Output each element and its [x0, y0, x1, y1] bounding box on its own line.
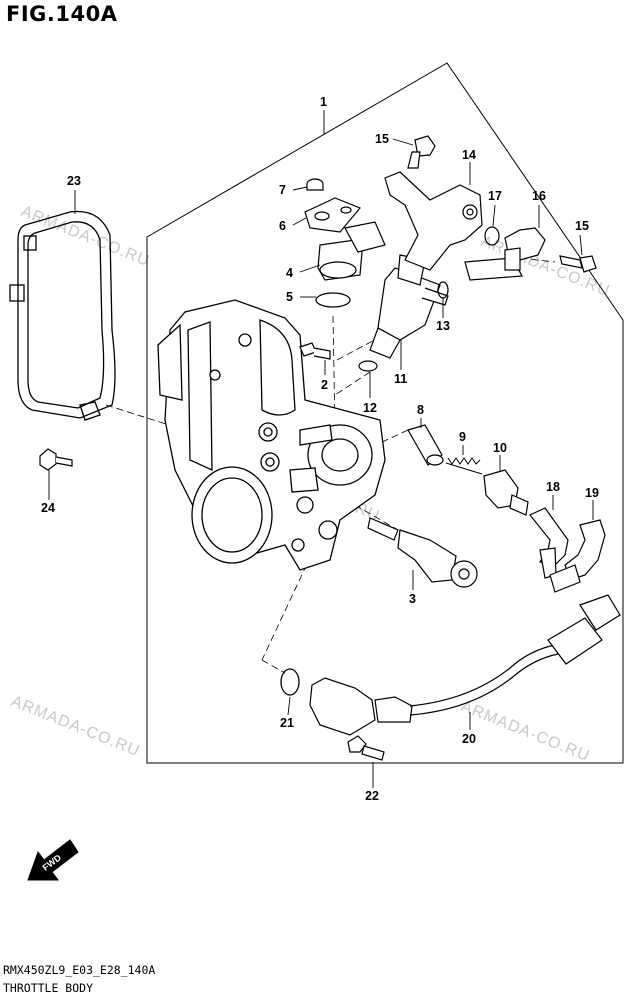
- callout-4: 4: [286, 266, 293, 280]
- part-3-idle-screw: [367, 517, 478, 588]
- part-2-screw: [299, 342, 331, 360]
- callout-24: 24: [41, 501, 55, 515]
- part-23-cover: [9, 210, 116, 421]
- callout-3: 3: [409, 592, 416, 606]
- callout-15b: 15: [575, 219, 589, 233]
- part-10-valve: [483, 469, 529, 516]
- part-12-o-ring: [358, 360, 378, 372]
- figure-title: FIG.140A: [6, 2, 118, 26]
- part-7-screw: [306, 178, 324, 191]
- part-8-plunger: [407, 424, 444, 466]
- part-16-fitting: [464, 227, 546, 281]
- callout-21: 21: [280, 716, 294, 730]
- model-code: RMX450ZL9_E03_E28_140A: [3, 963, 156, 977]
- callout-20: 20: [462, 732, 476, 746]
- watermark-5: ARMADA-CO.RU: [459, 698, 593, 765]
- callout-14: 14: [462, 148, 476, 162]
- callout-5: 5: [286, 290, 293, 304]
- part-4-sensor: [317, 221, 386, 281]
- assembly-outline: [146, 62, 624, 764]
- section-name: THROTTLE BODY: [3, 981, 94, 995]
- part-21-o-ring: [280, 668, 300, 696]
- part-6-bracket: [304, 197, 361, 233]
- callout-17: 17: [488, 189, 502, 203]
- callout-10: 10: [493, 441, 507, 455]
- callout-1: 1: [320, 95, 327, 109]
- leader-lines: [48, 110, 594, 788]
- fwd-arrow-icon: FWD: [27, 839, 79, 881]
- callouts: 1 2 3 4 5 6 7 8 9 10 11 12 13 14 15 15 1…: [41, 95, 599, 803]
- part-20-sensor-harness: [309, 594, 621, 736]
- part-18-hose: [529, 507, 569, 579]
- part-17-o-ring: [484, 226, 500, 246]
- callout-9: 9: [459, 430, 466, 444]
- watermark-1: ARMADA-CO.RU: [19, 203, 153, 270]
- part-22-bolt: [347, 735, 385, 761]
- callout-8: 8: [417, 403, 424, 417]
- part-11-injector: [369, 254, 449, 359]
- callout-23: 23: [67, 174, 81, 188]
- part-15-bolt-right: [559, 255, 597, 273]
- callout-7: 7: [279, 183, 286, 197]
- part-24-bolt: [39, 448, 73, 471]
- part-14-bracket: [384, 171, 483, 271]
- watermark-4: ARMADA-CO.RU: [9, 693, 143, 760]
- callout-16: 16: [532, 189, 546, 203]
- callout-13: 13: [436, 319, 450, 333]
- callout-18: 18: [546, 480, 560, 494]
- part-9-spring: [445, 457, 483, 475]
- callout-11: 11: [394, 372, 407, 386]
- callout-2: 2: [321, 378, 328, 392]
- callout-12: 12: [363, 401, 377, 415]
- part-15-bolt-upper: [407, 135, 436, 169]
- callout-6: 6: [279, 219, 286, 233]
- callout-19: 19: [585, 486, 599, 500]
- callout-15a: 15: [375, 132, 389, 146]
- throttle-body: [157, 299, 386, 571]
- callout-22: 22: [365, 789, 379, 803]
- part-5-o-ring: [315, 292, 351, 308]
- part-19-elbow: [549, 519, 606, 593]
